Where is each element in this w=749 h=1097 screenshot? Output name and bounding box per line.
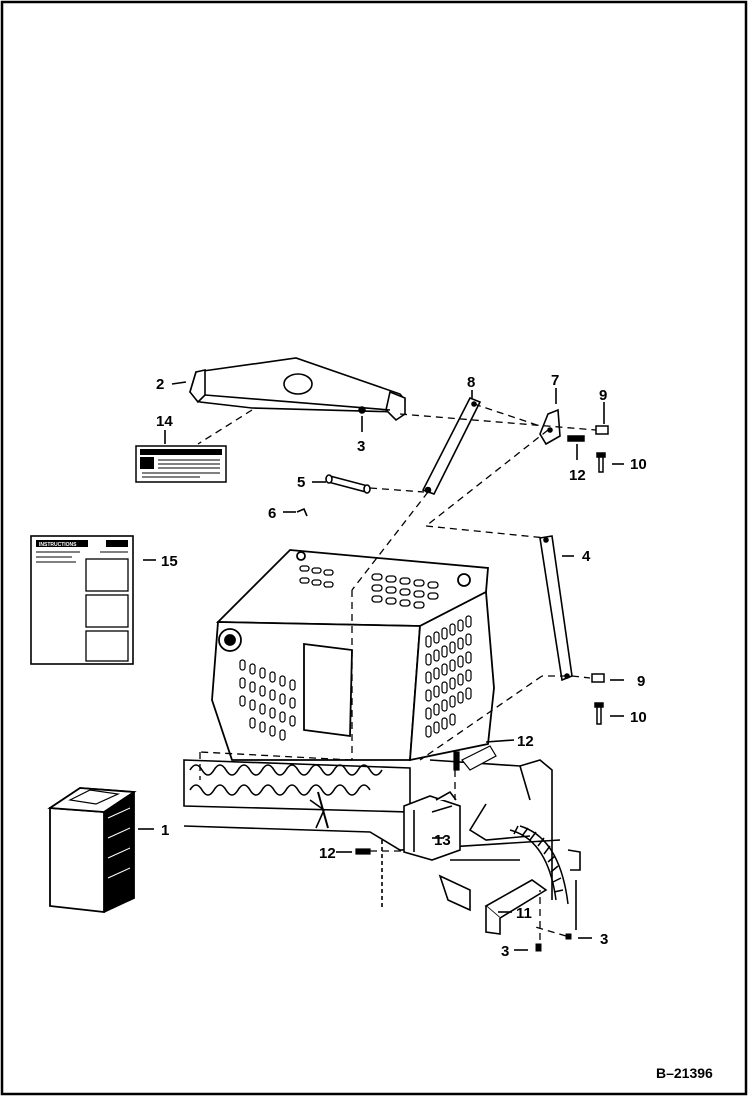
hardware-upper <box>358 406 609 473</box>
assembly-lines <box>197 403 597 940</box>
callout-2: 2 <box>156 376 164 393</box>
part-2-top-bracket <box>189 357 406 422</box>
part-8-arm <box>421 396 482 495</box>
part-6-clip <box>296 507 308 517</box>
left-grille-slots <box>239 659 296 741</box>
callout-11: 11 <box>516 905 532 922</box>
right-grille-slots <box>425 615 472 738</box>
callout-3: 3 <box>501 943 509 960</box>
callout-4: 4 <box>582 548 591 565</box>
callout-3: 3 <box>600 931 608 948</box>
callout-14: 14 <box>156 413 173 430</box>
figure-code: B–21396 <box>656 1065 713 1081</box>
part-15-instructions-decal: INSTRUCTIONS <box>30 535 134 665</box>
sprocket <box>509 825 569 905</box>
callout-12: 12 <box>319 845 336 862</box>
callout-3: 3 <box>357 438 365 455</box>
callout-9: 9 <box>637 673 645 690</box>
callout-9: 9 <box>599 387 607 404</box>
callout-leaders <box>138 381 624 951</box>
callout-1: 1 <box>161 822 169 839</box>
callout-8: 8 <box>467 374 475 391</box>
callout-labels: 2 14 3 8 7 9 12 10 5 6 15 4 9 10 12 1 13… <box>156 372 647 960</box>
part-11-plate <box>484 879 548 935</box>
callout-5: 5 <box>297 474 305 491</box>
part-7-plate <box>539 408 561 446</box>
part-4-link <box>539 535 573 682</box>
part-14-decal <box>135 445 227 483</box>
callout-13: 13 <box>434 832 451 849</box>
hardware-lower <box>591 673 605 725</box>
callout-12: 12 <box>517 733 534 750</box>
part-1-battery <box>47 787 137 914</box>
callout-10: 10 <box>630 456 647 473</box>
callout-10: 10 <box>630 709 647 726</box>
engine-cover-assembly <box>211 549 495 762</box>
callout-15: 15 <box>161 553 178 570</box>
callout-7: 7 <box>551 372 559 389</box>
hardware-12-lower <box>355 745 497 855</box>
decal-15-heading: INSTRUCTIONS <box>39 542 77 548</box>
callout-6: 6 <box>268 505 276 522</box>
top-grille-slots <box>299 565 439 609</box>
callout-12: 12 <box>569 467 586 484</box>
part-5-pin <box>325 474 371 494</box>
hardware-3-lower <box>535 933 572 952</box>
part-13-bracket <box>403 790 461 861</box>
